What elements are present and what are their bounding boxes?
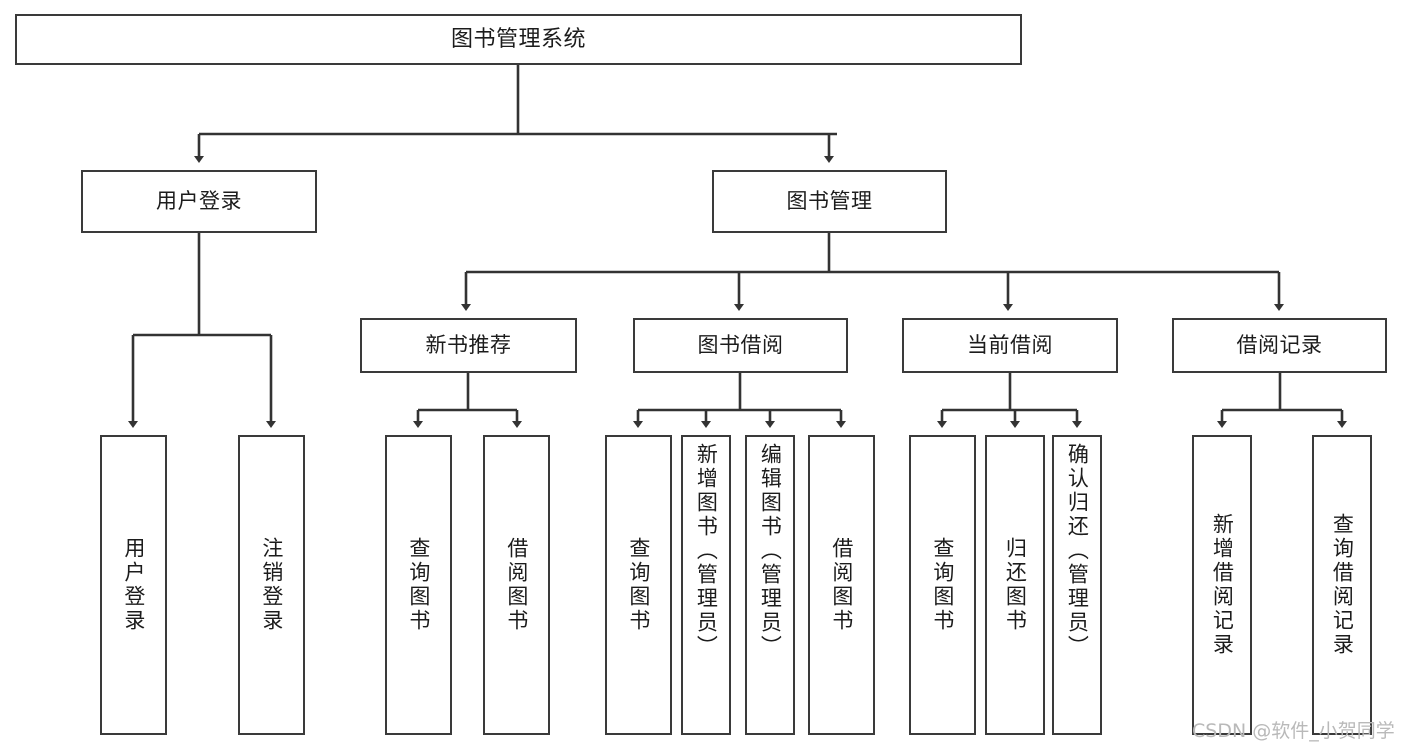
node-leaf-add-record-label: 新增借阅记录 <box>1210 513 1235 657</box>
node-root-label: 图书管理系统 <box>450 26 586 52</box>
node-leaf-query-book-2-label: 查询图书 <box>626 537 651 633</box>
node-leaf-return-book[interactable]: 归还图书 <box>985 435 1045 735</box>
node-book-manage-label: 图书管理 <box>786 189 873 214</box>
node-leaf-user-login[interactable]: 用户登录 <box>100 435 167 735</box>
node-new-book-recommend-label: 新书推荐 <box>425 333 512 358</box>
node-leaf-return-book-label: 归还图书 <box>1003 537 1028 633</box>
watermark: CSDN @软件_小贺同学 <box>1192 720 1395 742</box>
node-book-borrow-label: 图书借阅 <box>697 333 784 358</box>
node-current-borrow[interactable]: 当前借阅 <box>902 318 1118 373</box>
node-leaf-logout-label: 注销登录 <box>259 537 284 633</box>
node-book-borrow[interactable]: 图书借阅 <box>633 318 848 373</box>
node-leaf-edit-book-label: 编辑图书（管理员） <box>758 443 783 659</box>
node-user-login[interactable]: 用户登录 <box>81 170 317 233</box>
node-leaf-borrow-book-1-label: 借阅图书 <box>504 537 529 633</box>
node-leaf-query-record-label: 查询借阅记录 <box>1330 513 1355 657</box>
node-root[interactable]: 图书管理系统 <box>15 14 1022 65</box>
node-borrow-record-label: 借阅记录 <box>1236 333 1323 358</box>
node-borrow-record[interactable]: 借阅记录 <box>1172 318 1387 373</box>
node-leaf-add-record[interactable]: 新增借阅记录 <box>1192 435 1252 735</box>
node-leaf-query-book-3[interactable]: 查询图书 <box>909 435 976 735</box>
node-leaf-borrow-book-1[interactable]: 借阅图书 <box>483 435 550 735</box>
node-leaf-query-book-1-label: 查询图书 <box>406 537 431 633</box>
node-leaf-borrow-book-2[interactable]: 借阅图书 <box>808 435 875 735</box>
node-leaf-borrow-book-2-label: 借阅图书 <box>829 537 854 633</box>
node-leaf-confirm-return-label: 确认归还（管理员） <box>1065 443 1090 659</box>
node-book-manage[interactable]: 图书管理 <box>712 170 947 233</box>
node-leaf-query-book-2[interactable]: 查询图书 <box>605 435 672 735</box>
node-current-borrow-label: 当前借阅 <box>967 333 1053 358</box>
node-leaf-add-book-label: 新增图书（管理员） <box>694 443 719 659</box>
node-leaf-query-book-1[interactable]: 查询图书 <box>385 435 452 735</box>
node-leaf-user-login-label: 用户登录 <box>121 537 146 633</box>
node-leaf-edit-book[interactable]: 编辑图书（管理员） <box>745 435 795 735</box>
node-leaf-query-record[interactable]: 查询借阅记录 <box>1312 435 1372 735</box>
node-leaf-add-book[interactable]: 新增图书（管理员） <box>681 435 731 735</box>
node-leaf-query-book-3-label: 查询图书 <box>930 537 955 633</box>
node-new-book-recommend[interactable]: 新书推荐 <box>360 318 577 373</box>
node-leaf-confirm-return[interactable]: 确认归还（管理员） <box>1052 435 1102 735</box>
node-leaf-logout[interactable]: 注销登录 <box>238 435 305 735</box>
node-user-login-label: 用户登录 <box>156 189 242 214</box>
